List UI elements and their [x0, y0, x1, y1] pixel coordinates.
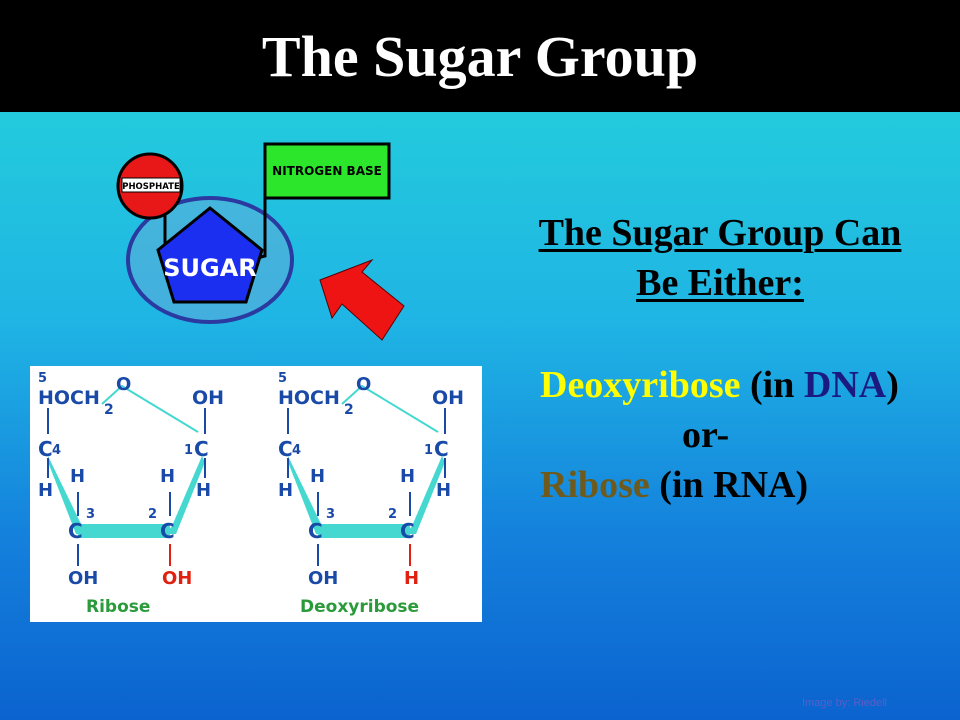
deoxyribose-h-right-in: H [400, 466, 415, 487]
ribose-h-left-in: H [70, 466, 85, 487]
ribose-hoch: HOCH [38, 387, 100, 409]
deoxyribose-c4: C [278, 437, 293, 461]
nitrogen-base-label: NITROGEN BASE [272, 164, 382, 178]
deoxyribose-c3: C [308, 519, 323, 543]
sugar-label: SUGAR [163, 254, 257, 282]
deoxyribose-right-wedge [406, 456, 445, 534]
ribose-h-left-out: H [38, 480, 53, 501]
ribose-right-wedge [166, 456, 205, 534]
ribose-c2: C [160, 519, 175, 543]
deoxyribose-h-bottom-right: H [404, 568, 419, 589]
phosphate-label-box [121, 177, 181, 193]
ribose-c4: C [38, 437, 53, 461]
red-arrow [319, 258, 405, 341]
ribose-c2-num: 2 [148, 507, 157, 522]
ribose-sub2: 2 [104, 402, 114, 418]
sugar-structures-image: 5 HOCH 2 O OH C 4 1 C H H H H 3 C 2 C OH… [30, 366, 482, 622]
deoxyribose-c2: C [400, 519, 415, 543]
ribose-c1-num: 1 [184, 443, 193, 458]
deoxyribose-c1-num: 1 [424, 443, 433, 458]
ribose-h-right-in: H [160, 466, 175, 487]
ribose-caption: Ribose [86, 597, 150, 617]
option-deoxyribose: Deoxyribose (in DNA) [540, 362, 899, 408]
ribose-c5-num: 5 [38, 371, 47, 386]
title-bar [0, 0, 960, 112]
ribose-structure: 5 HOCH 2 O OH C 4 1 C H H H H 3 C 2 C OH… [38, 371, 224, 617]
slide-title: The Sugar Group [261, 24, 699, 89]
deoxyribose-h-left-out: H [278, 480, 293, 501]
deoxyribose-caption: Deoxyribose [300, 597, 419, 617]
deoxyribose-ring-top [341, 384, 439, 433]
image-credit: Image by: Riedell [802, 697, 887, 709]
option-ribose: Ribose (in RNA) [540, 462, 808, 508]
nucleotide-diagram: PHOSPHATE NITROGEN BASE SUGAR [116, 142, 391, 324]
ribose-h-right-out: H [196, 480, 211, 501]
deoxyribose-c4-num: 4 [292, 443, 301, 458]
ribose-oh-bottom-right: OH [162, 568, 192, 589]
ribose-c3-num: 3 [86, 507, 95, 522]
deoxyribose-c5-num: 5 [278, 371, 287, 386]
deoxyribose-name: Deoxyribose [540, 364, 741, 406]
ribose-name: Ribose [540, 464, 650, 506]
deoxyribose-hoch: HOCH [278, 387, 340, 409]
options-heading: The Sugar Group Can Be Either: [490, 208, 950, 308]
arrow-shape [319, 258, 405, 341]
ribose-ring-top [101, 384, 199, 433]
deoxyribose-sub2: 2 [344, 402, 354, 418]
ribose-c3: C [68, 519, 83, 543]
deoxyribose-h-right-out: H [436, 480, 451, 501]
heading-line-1: The Sugar Group Can [538, 212, 902, 254]
ribose-ring-o: O [116, 374, 131, 395]
sugar-pentagon [156, 206, 264, 304]
deoxyribose-h-left-in: H [310, 466, 325, 487]
ribose-bottom-bond [78, 524, 170, 538]
deoxyribose-oh-bottom-left: OH [308, 568, 338, 589]
deoxyribose-c2-num: 2 [388, 507, 397, 522]
deoxyribose-c3-num: 3 [326, 507, 335, 522]
phosphate-label: PHOSPHATE [122, 182, 180, 192]
deoxyribose-c1: C [434, 437, 449, 461]
dna-label: DNA [803, 364, 887, 406]
ribose-oh-top: OH [192, 387, 224, 409]
ribose-c1: C [194, 437, 209, 461]
deoxyribose-structure: 5 HOCH 2 O OH C 4 1 C H H H H 3 C 2 C OH… [278, 371, 464, 617]
nitrogen-base-box [263, 142, 391, 200]
deoxyribose-ring-o: O [356, 374, 371, 395]
deoxyribose-oh-top: OH [432, 387, 464, 409]
ribose-oh-bottom-left: OH [68, 568, 98, 589]
deoxyribose-bottom-bond [318, 524, 410, 538]
separator-or: or- [682, 414, 730, 456]
deoxyribose-paren-close: ) [886, 364, 899, 406]
ribose-c4-num: 4 [52, 443, 61, 458]
deoxyribose-paren-open: (in [740, 364, 804, 406]
heading-line-2: Be Either: [636, 262, 804, 304]
ribose-rest: (in RNA) [649, 464, 809, 506]
structures-svg: 5 HOCH 2 O OH C 4 1 C H H H H 3 C 2 C OH… [38, 371, 464, 617]
